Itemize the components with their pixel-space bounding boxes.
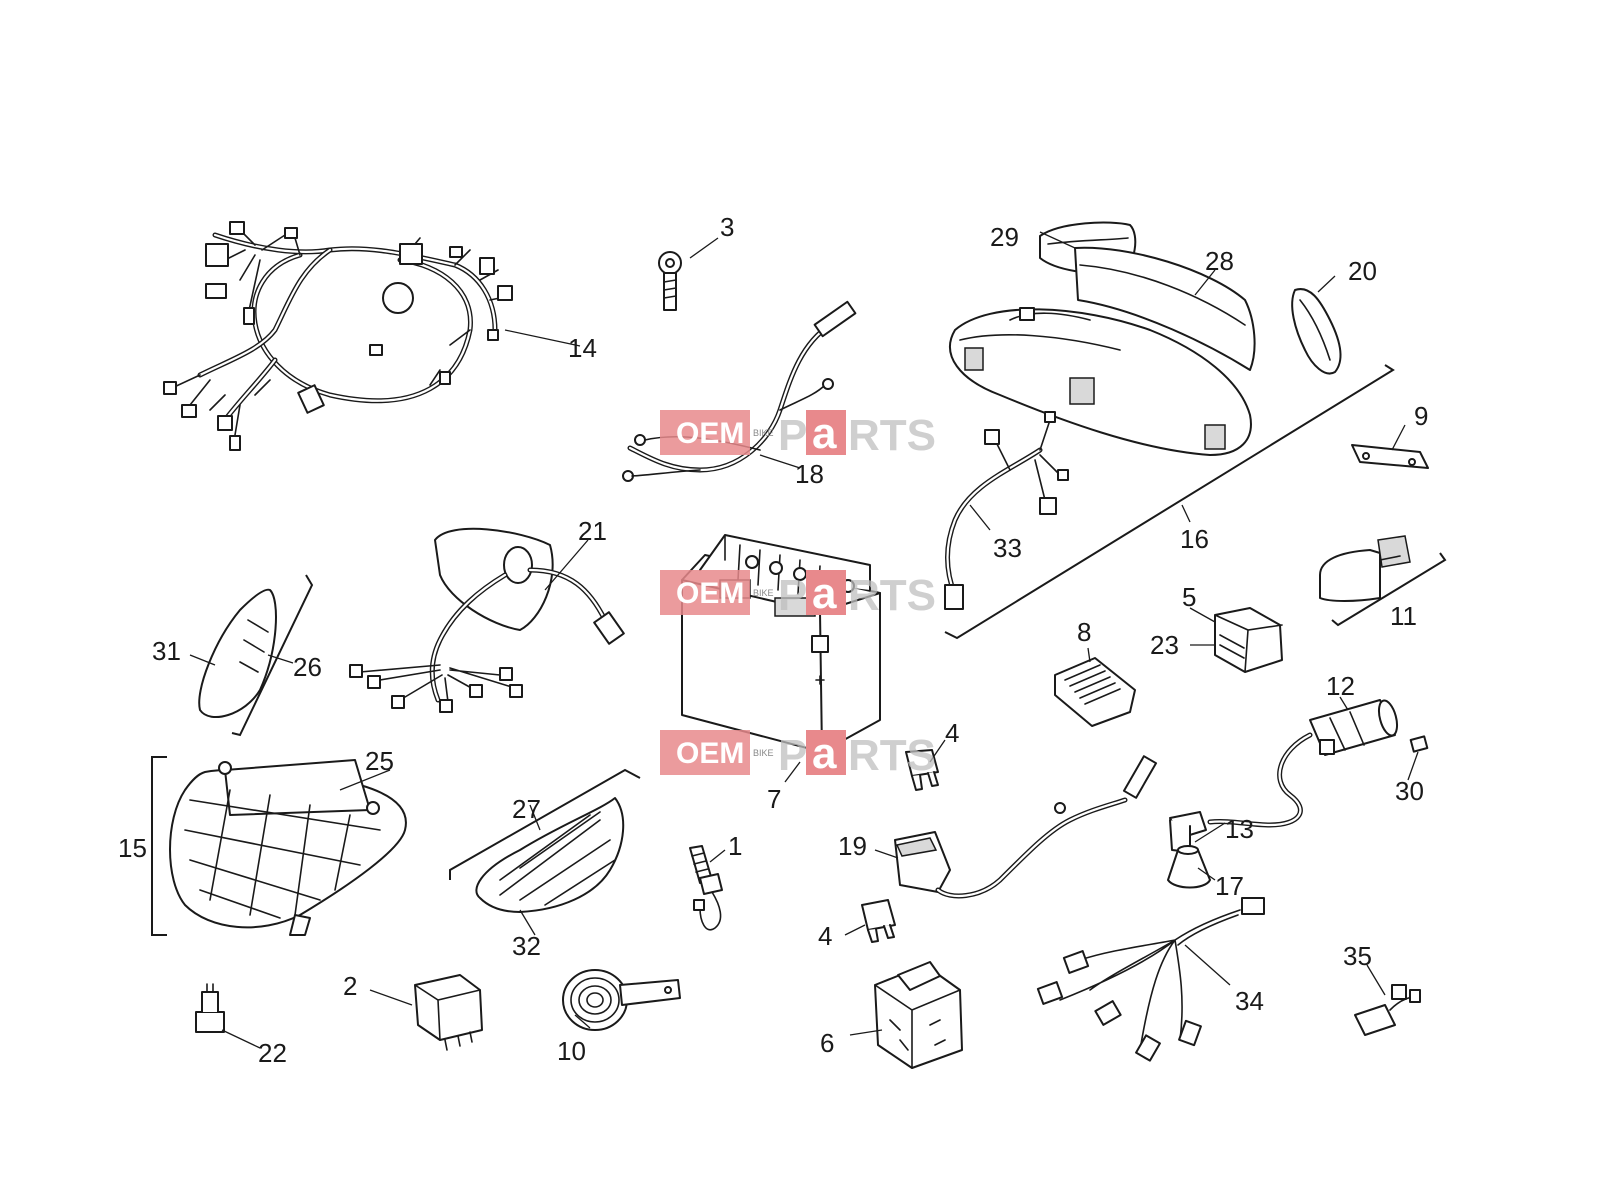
callout-26: 26 — [293, 652, 322, 682]
part-cover-20[interactable] — [1291, 288, 1342, 375]
watermark-middle: OEM BIKE P a RTS — [660, 569, 936, 620]
callout-21: 21 — [578, 516, 607, 546]
part-hv-lead-13[interactable] — [1169, 732, 1313, 853]
callout-15: 15 — [118, 833, 147, 863]
callout-16: 16 — [1180, 524, 1209, 554]
callout-1: 1 — [728, 831, 742, 861]
part-relay-2[interactable] — [414, 974, 483, 1051]
part-headlight-reflector-21[interactable] — [349, 527, 625, 713]
svg-text:OEM: OEM — [676, 737, 744, 770]
callout-18: 18 — [795, 459, 824, 489]
part-spark-plug-1[interactable] — [689, 845, 723, 931]
group-bracket-26 — [231, 574, 314, 737]
part-reflector-26[interactable] — [198, 588, 277, 719]
callout-2: 2 — [343, 971, 357, 1001]
callout-5: 5 — [1182, 582, 1196, 612]
part-ignition-coil-12[interactable] — [1309, 699, 1400, 756]
svg-text:P: P — [778, 571, 807, 620]
group-bracket-27 — [449, 768, 641, 880]
part-turn-signal-lens-32[interactable] — [475, 797, 625, 913]
part-connector-35[interactable] — [1354, 984, 1421, 1036]
part-headlight-assembly-25[interactable] — [169, 759, 407, 936]
group-bracket-15 — [151, 756, 167, 936]
callout-31: 31 — [152, 636, 181, 666]
callout-33: 33 — [993, 533, 1022, 563]
callout-35: 35 — [1343, 941, 1372, 971]
callouts: 1 2 3 4 4 5 6 7 8 9 10 11 12 13 14 15 16… — [118, 212, 1428, 1068]
callout-8: 8 — [1077, 617, 1091, 647]
part-horn-10[interactable] — [562, 969, 681, 1031]
part-lens-28[interactable] — [1074, 246, 1256, 371]
part-tail-light-housing-16[interactable] — [949, 307, 1252, 456]
callout-34: 34 — [1235, 986, 1264, 1016]
callout-6: 6 — [820, 1028, 834, 1058]
part-wire-18[interactable] — [622, 300, 857, 482]
watermark-top: OEM BIKE P a RTS — [660, 409, 936, 460]
svg-text:a: a — [812, 409, 837, 458]
callout-9: 9 — [1414, 401, 1428, 431]
svg-text:OEM: OEM — [676, 577, 744, 610]
part-eye-bolt-3[interactable] — [658, 251, 682, 311]
svg-text:a: a — [812, 569, 837, 618]
svg-text:BIKE: BIKE — [753, 588, 774, 598]
callout-30: 30 — [1395, 776, 1424, 806]
callout-13: 13 — [1225, 814, 1254, 844]
group-bracket-11 — [1331, 552, 1447, 627]
part-fuse-4-upper[interactable] — [905, 749, 939, 791]
callout-25: 25 — [365, 746, 394, 776]
svg-text:RTS: RTS — [848, 731, 936, 780]
part-cap-17[interactable] — [1167, 845, 1211, 889]
part-bracket-9[interactable] — [1351, 444, 1429, 469]
watermark-bottom: OEM BIKE P a RTS — [660, 729, 936, 780]
callout-27: 27 — [512, 794, 541, 824]
svg-text:a: a — [812, 729, 837, 778]
callout-4a: 4 — [945, 718, 959, 748]
svg-text:OEM: OEM — [676, 417, 744, 450]
callout-22: 22 — [258, 1038, 287, 1068]
callout-14: 14 — [568, 333, 597, 363]
svg-text:BIKE: BIKE — [753, 428, 774, 438]
callout-29: 29 — [990, 222, 1019, 252]
svg-text:RTS: RTS — [848, 411, 936, 460]
svg-text:P: P — [778, 731, 807, 780]
part-regulator-8[interactable] — [1054, 657, 1136, 727]
callout-28: 28 — [1205, 246, 1234, 276]
callout-12: 12 — [1326, 671, 1355, 701]
part-cap-30[interactable] — [1409, 735, 1429, 753]
part-wiring-harness-14[interactable] — [163, 221, 513, 451]
callout-19: 19 — [838, 831, 867, 861]
svg-text:P: P — [778, 411, 807, 460]
part-relay-23[interactable] — [1214, 607, 1283, 673]
callout-23: 23 — [1150, 630, 1179, 660]
svg-text:RTS: RTS — [848, 571, 936, 620]
callout-7: 7 — [767, 784, 781, 814]
part-wire-33[interactable] — [944, 411, 1069, 610]
callout-17: 17 — [1215, 871, 1244, 901]
callout-4b: 4 — [818, 921, 832, 951]
part-wire-34[interactable] — [1036, 897, 1265, 1062]
callout-20: 20 — [1348, 256, 1377, 286]
callout-3: 3 — [720, 212, 734, 242]
part-fuse-4-lower[interactable] — [861, 899, 896, 943]
svg-text:BIKE: BIKE — [753, 748, 774, 758]
part-battery-7[interactable] — [681, 534, 881, 753]
group-bracket-16 — [944, 364, 1395, 640]
part-box-6[interactable] — [874, 961, 963, 1069]
part-relay-11[interactable] — [1319, 535, 1411, 602]
leader-lines — [189, 231, 1419, 1049]
part-fuse-holder-19[interactable] — [894, 755, 1158, 899]
callout-32: 32 — [512, 931, 541, 961]
callout-10: 10 — [557, 1036, 586, 1066]
callout-11: 11 — [1390, 601, 1417, 631]
part-bulb-22[interactable] — [195, 983, 225, 1033]
